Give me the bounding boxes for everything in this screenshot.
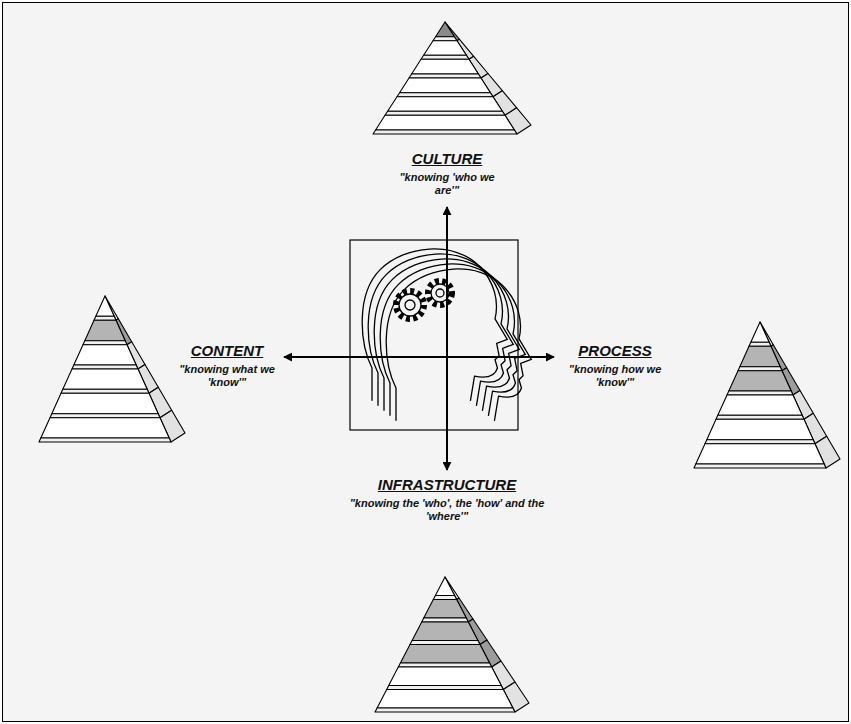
pyramid-layer bbox=[751, 322, 769, 342]
pyramid-layer bbox=[397, 93, 493, 97]
pyramid-layer bbox=[435, 577, 454, 596]
pyramid-layer bbox=[373, 130, 517, 134]
pyramid-layer bbox=[412, 59, 479, 74]
pyramid-layer bbox=[39, 438, 171, 442]
pyramid-layer bbox=[749, 342, 771, 346]
axis-description: "knowing how we 'know'" bbox=[561, 363, 669, 389]
head-square bbox=[350, 240, 518, 430]
pyramid-layer bbox=[400, 78, 491, 93]
pyramid-layer bbox=[716, 415, 804, 419]
pyramid-layer bbox=[385, 111, 505, 115]
pyramid-layer bbox=[74, 345, 136, 365]
pyramid-layer bbox=[50, 414, 160, 418]
axis-label-group: INFRASTRUCTURE "knowing the 'who', the 'h… bbox=[297, 476, 597, 523]
axis-heading: PROCESS bbox=[560, 342, 670, 360]
horizontal-axis-arrow bbox=[284, 356, 554, 358]
vertical-axis-arrow bbox=[446, 207, 448, 470]
axis-label-group: CONTENT "knowing what we 'know'" bbox=[176, 342, 278, 389]
pyramid-layer bbox=[389, 667, 502, 686]
pyramid-layer bbox=[400, 645, 489, 664]
axis-description: "knowing 'who we are'" bbox=[399, 171, 495, 197]
pyramid-layer bbox=[83, 341, 127, 345]
pyramid-layer bbox=[63, 369, 147, 389]
pyramid-figures bbox=[39, 22, 840, 712]
axis-label-group: CULTURE "knowing 'who we are'" bbox=[387, 150, 507, 197]
pyramid-layer bbox=[410, 641, 480, 645]
pyramid-layer bbox=[387, 686, 504, 690]
pyramid-layer bbox=[738, 367, 782, 371]
pyramid-layer bbox=[94, 316, 116, 320]
pyramid-layer bbox=[433, 596, 456, 600]
pyramid-layer bbox=[705, 440, 815, 444]
axis-heading: CONTENT bbox=[176, 342, 278, 360]
pyramid-layer bbox=[72, 365, 138, 369]
pyramid-layer bbox=[729, 371, 791, 391]
pyramid-layer bbox=[377, 690, 513, 709]
axis-description: "knowing what we 'know'" bbox=[177, 363, 277, 389]
pyramid-layer bbox=[740, 346, 780, 366]
pyramid-layer bbox=[85, 320, 125, 340]
pyramid-layer bbox=[422, 618, 469, 622]
pyramid-layer bbox=[694, 464, 826, 468]
pyramid-layer bbox=[718, 395, 802, 415]
pyramid-layer bbox=[433, 37, 457, 41]
pyramid-layer bbox=[52, 393, 158, 413]
gears bbox=[396, 281, 452, 319]
pyramid-layer bbox=[727, 391, 793, 395]
axis-heading: CULTURE bbox=[387, 150, 507, 168]
pyramid-layer bbox=[412, 622, 478, 641]
pyramid-layer bbox=[436, 22, 455, 37]
pyramid-layer bbox=[421, 55, 469, 59]
axis-description: "knowing the 'who', the 'how' and the 'w… bbox=[347, 497, 547, 523]
axis-heading: INFRASTRUCTURE bbox=[297, 476, 597, 494]
axis-label-group: PROCESS "knowing how we 'know'" bbox=[560, 342, 670, 389]
pyramid-layer bbox=[61, 389, 149, 393]
pyramid-layer bbox=[707, 419, 813, 439]
pyramid-layer bbox=[388, 97, 503, 112]
pyramid-layer bbox=[375, 708, 515, 712]
pyramid-layer bbox=[398, 663, 491, 667]
pyramid-layer bbox=[41, 418, 169, 438]
pyramid-layer bbox=[696, 444, 824, 464]
pyramid-layer bbox=[424, 600, 467, 619]
pyramid-layer bbox=[376, 115, 515, 130]
pyramid-layer bbox=[424, 41, 467, 56]
pyramid-layer bbox=[96, 296, 114, 316]
pyramid-layer bbox=[409, 74, 481, 78]
